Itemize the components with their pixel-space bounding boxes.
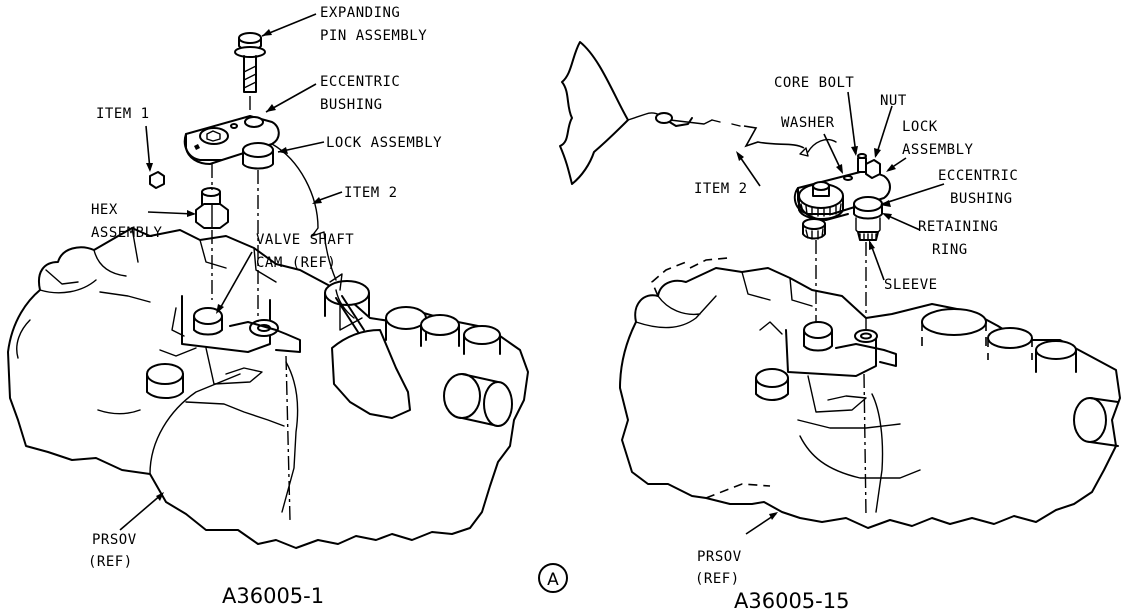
right-label-sleeve: SLEEVE [884, 277, 938, 293]
left-label-eccentric-line1: ECCENTRIC [320, 74, 400, 90]
left-label-expanding-line2: PIN ASSEMBLY [320, 28, 427, 44]
right-figure-id: A36005-15 [734, 589, 849, 613]
left-label-lock-assembly: LOCK ASSEMBLY [326, 135, 442, 151]
view-marker-a: A [538, 563, 568, 593]
left-label-item1: ITEM 1 [96, 106, 150, 122]
right-label-item2: ITEM 2 [694, 181, 748, 197]
right-label-lock-line2: ASSEMBLY [902, 142, 974, 158]
view-marker-label: A [547, 570, 559, 590]
right-view: CORE BOLT NUT WASHER LOCK ASSEMBLY ECCEN… [559, 41, 1121, 613]
right-label-lock-line1: LOCK [902, 119, 938, 135]
right-label-retaining-line2: RING [932, 242, 968, 258]
left-prsov-housing [7, 227, 529, 549]
left-expanding-pin [234, 32, 266, 93]
left-label-prsov-line1: PRSOV [92, 532, 137, 548]
left-label-expanding-line1: EXPANDING [320, 5, 400, 21]
left-label-eccentric-line2: BUSHING [320, 97, 383, 113]
left-label-prsov-line2: (REF) [88, 554, 133, 570]
right-lock-assembly [793, 153, 891, 241]
left-figure-id: A36005-1 [222, 584, 324, 608]
right-label-prsov-line2: (REF) [695, 571, 740, 587]
right-label-washer: WASHER [781, 115, 835, 131]
left-label-item2: ITEM 2 [344, 185, 398, 201]
left-item2-lanyard [271, 143, 337, 281]
right-label-nut: NUT [880, 93, 907, 109]
right-prsov-housing [619, 257, 1121, 529]
right-label-eccentric-line2: BUSHING [950, 191, 1013, 207]
right-label-prsov-line1: PRSOV [697, 549, 742, 565]
left-label-valve-line2: CAM (REF) [256, 255, 336, 271]
right-label-eccentric-line1: ECCENTRIC [938, 168, 1018, 184]
right-duct-fragment [559, 41, 837, 185]
left-label-valve-line1: VALVE SHAFT [256, 232, 354, 248]
left-label-hex-line2: ASSEMBLY [91, 225, 163, 241]
left-item1-screw [149, 171, 165, 189]
right-label-retaining-line1: RETAINING [918, 219, 998, 235]
left-view: EXPANDING PIN ASSEMBLY ECCENTRIC BUSHING… [7, 5, 529, 608]
left-lock-assembly [183, 115, 280, 170]
left-label-hex-line1: HEX [91, 202, 118, 218]
left-hex-assembly [195, 187, 229, 229]
right-label-core-bolt: CORE BOLT [774, 75, 854, 91]
